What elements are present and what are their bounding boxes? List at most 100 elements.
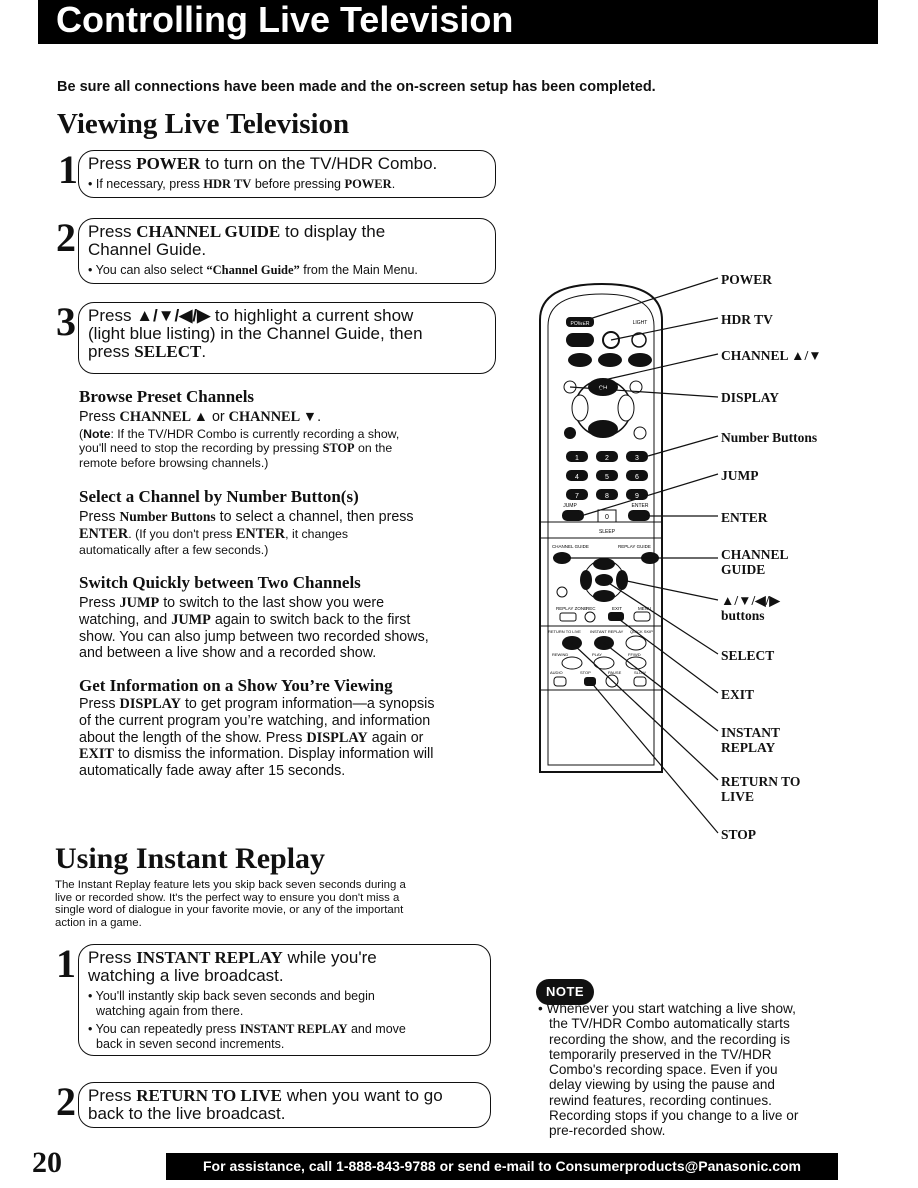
mute-button xyxy=(629,380,643,394)
text: live or recorded show. It's the perfect … xyxy=(55,891,400,904)
text: . xyxy=(201,342,207,361)
subheading-select: Select a Channel by Number Button(s) xyxy=(79,487,359,506)
text: : If the TV/HDR Combo is currently recor… xyxy=(110,426,400,441)
step-number: 1 xyxy=(56,941,76,986)
number-label: 8 xyxy=(605,493,609,500)
browse-text: Press CHANNEL ▲ or CHANNEL ▼. (Note: If … xyxy=(79,409,499,470)
text: (light blue listing) in the Channel Guid… xyxy=(88,324,423,343)
text: to display the xyxy=(280,222,386,241)
number-label: 5 xyxy=(605,474,609,481)
callout-channel-guide: CHANNEL GUIDE xyxy=(721,547,789,577)
number-button-4 xyxy=(566,470,588,481)
replay-zone-button xyxy=(559,612,577,622)
step-3-box: Press ▲/▼/◀/▶ to highlight a current sho… xyxy=(78,302,496,374)
callout-line: INSTANT xyxy=(721,725,781,740)
light-button-label: LIGHT xyxy=(633,320,648,326)
replay-step-2-box: Press RETURN TO LIVE when you want to go… xyxy=(78,1082,491,1128)
text: back to the live broadcast. xyxy=(88,1104,286,1123)
keyword: INSTANT REPLAY xyxy=(239,1022,348,1036)
text: to highlight a current show xyxy=(210,306,414,325)
callout-enter: ENTER xyxy=(721,510,768,525)
select-text: Press Number Buttons to select a channel… xyxy=(79,509,499,557)
callout-exit: EXIT xyxy=(721,687,755,702)
leader-select xyxy=(603,579,719,655)
keyword: RETURN TO LIVE xyxy=(136,1086,282,1105)
text: watching, and xyxy=(79,611,172,628)
instant-replay-label: INSTANT REPLAY xyxy=(590,629,624,634)
number-label: 4 xyxy=(575,474,579,481)
keyword: STOP xyxy=(322,441,355,456)
text: Press xyxy=(88,154,137,173)
number-button-8 xyxy=(596,489,618,500)
text: Press xyxy=(79,696,120,712)
up-arrow-button xyxy=(593,558,615,570)
replay-guide-label: REPLAY GUIDE xyxy=(618,544,651,549)
remote-inner-outline xyxy=(547,293,655,766)
text: when you want to go xyxy=(282,1086,443,1105)
text: • You can also select xyxy=(88,263,207,277)
number-label: 1 xyxy=(575,455,579,462)
keyword: JUMP xyxy=(119,595,160,611)
power-button-label: POWER xyxy=(571,321,590,327)
text: on the xyxy=(354,441,393,456)
callout-line: RETURN TO xyxy=(721,774,801,789)
keyword: SELECT xyxy=(134,342,202,361)
text: Note xyxy=(83,426,111,441)
round-button xyxy=(564,427,576,439)
number-label: 7 xyxy=(575,493,579,500)
return-to-live-label: RETURN TO LIVE xyxy=(548,629,581,634)
callout-jump: JUMP xyxy=(721,468,759,483)
text: show. You can also jump between two reco… xyxy=(79,628,429,645)
number-label: 0 xyxy=(605,514,609,521)
text: watching a live broadcast. xyxy=(88,966,284,985)
step-number: 2 xyxy=(56,215,76,260)
text: Channel Guide. xyxy=(88,240,207,259)
number-button-7 xyxy=(566,489,588,500)
text: single word of dialogue in your favorite… xyxy=(55,904,404,917)
quick-skip-button xyxy=(625,635,647,651)
keyword: HDR TV xyxy=(203,177,252,191)
number-button-1 xyxy=(566,451,588,462)
number-button-3 xyxy=(626,451,648,462)
callout-stop: STOP xyxy=(721,827,757,842)
leader-channel xyxy=(603,353,719,381)
callout-line: LIVE xyxy=(721,789,755,804)
keyword: Number Buttons xyxy=(119,509,216,524)
footer-assistance-bar: For assistance, call 1-888-843-9788 or s… xyxy=(166,1153,838,1180)
keyword: CHANNEL ▲ xyxy=(119,409,208,425)
note-line: Combo's recording space. Even if you xyxy=(549,1062,778,1078)
keyword: CHANNEL GUIDE xyxy=(136,222,281,241)
note-line: temporarily preserved in the TV/HDR xyxy=(549,1046,772,1062)
callout-arrow-buttons: ▲/▼/◀/▶ buttons xyxy=(721,593,780,623)
number-label: 6 xyxy=(635,474,639,481)
left-arrow-button xyxy=(580,570,592,590)
number-button-5 xyxy=(596,470,618,481)
text: from the Main Menu. xyxy=(299,263,418,277)
tv-mode-button xyxy=(598,353,622,367)
text: • If necessary, press xyxy=(88,177,204,191)
callout-line: GUIDE xyxy=(721,562,766,577)
text: watching again from there. xyxy=(96,1004,244,1018)
step-number: 3 xyxy=(56,299,76,344)
text: Press xyxy=(88,1086,137,1105)
subheading-info: Get Information on a Show You’re Viewing xyxy=(79,676,393,695)
page-number: 20 xyxy=(32,1146,62,1179)
stop-label: STOP xyxy=(580,670,591,675)
text: . (If you don't press xyxy=(128,526,236,541)
text: The Instant Replay feature lets you skip… xyxy=(55,879,406,891)
quick-skip-label: QUICK SKIP xyxy=(630,629,653,634)
leader-instant-replay xyxy=(603,642,719,732)
text: . xyxy=(317,409,322,425)
text: Press xyxy=(79,595,120,611)
text: while you're xyxy=(282,948,377,967)
text: press xyxy=(88,342,135,361)
arrow-keys: ▲/▼/◀/▶ xyxy=(136,306,211,325)
round-button xyxy=(633,426,647,440)
menu-button xyxy=(633,611,651,622)
number-label: 9 xyxy=(635,493,639,500)
text: to get program information—a synopsis xyxy=(180,696,435,712)
callout-line: REPLAY xyxy=(721,740,776,755)
text: to switch to the last show you were xyxy=(159,595,385,611)
step-1-box: Press POWER to turn on the TV/HDR Combo.… xyxy=(78,150,496,198)
number-label: 2 xyxy=(605,455,609,462)
